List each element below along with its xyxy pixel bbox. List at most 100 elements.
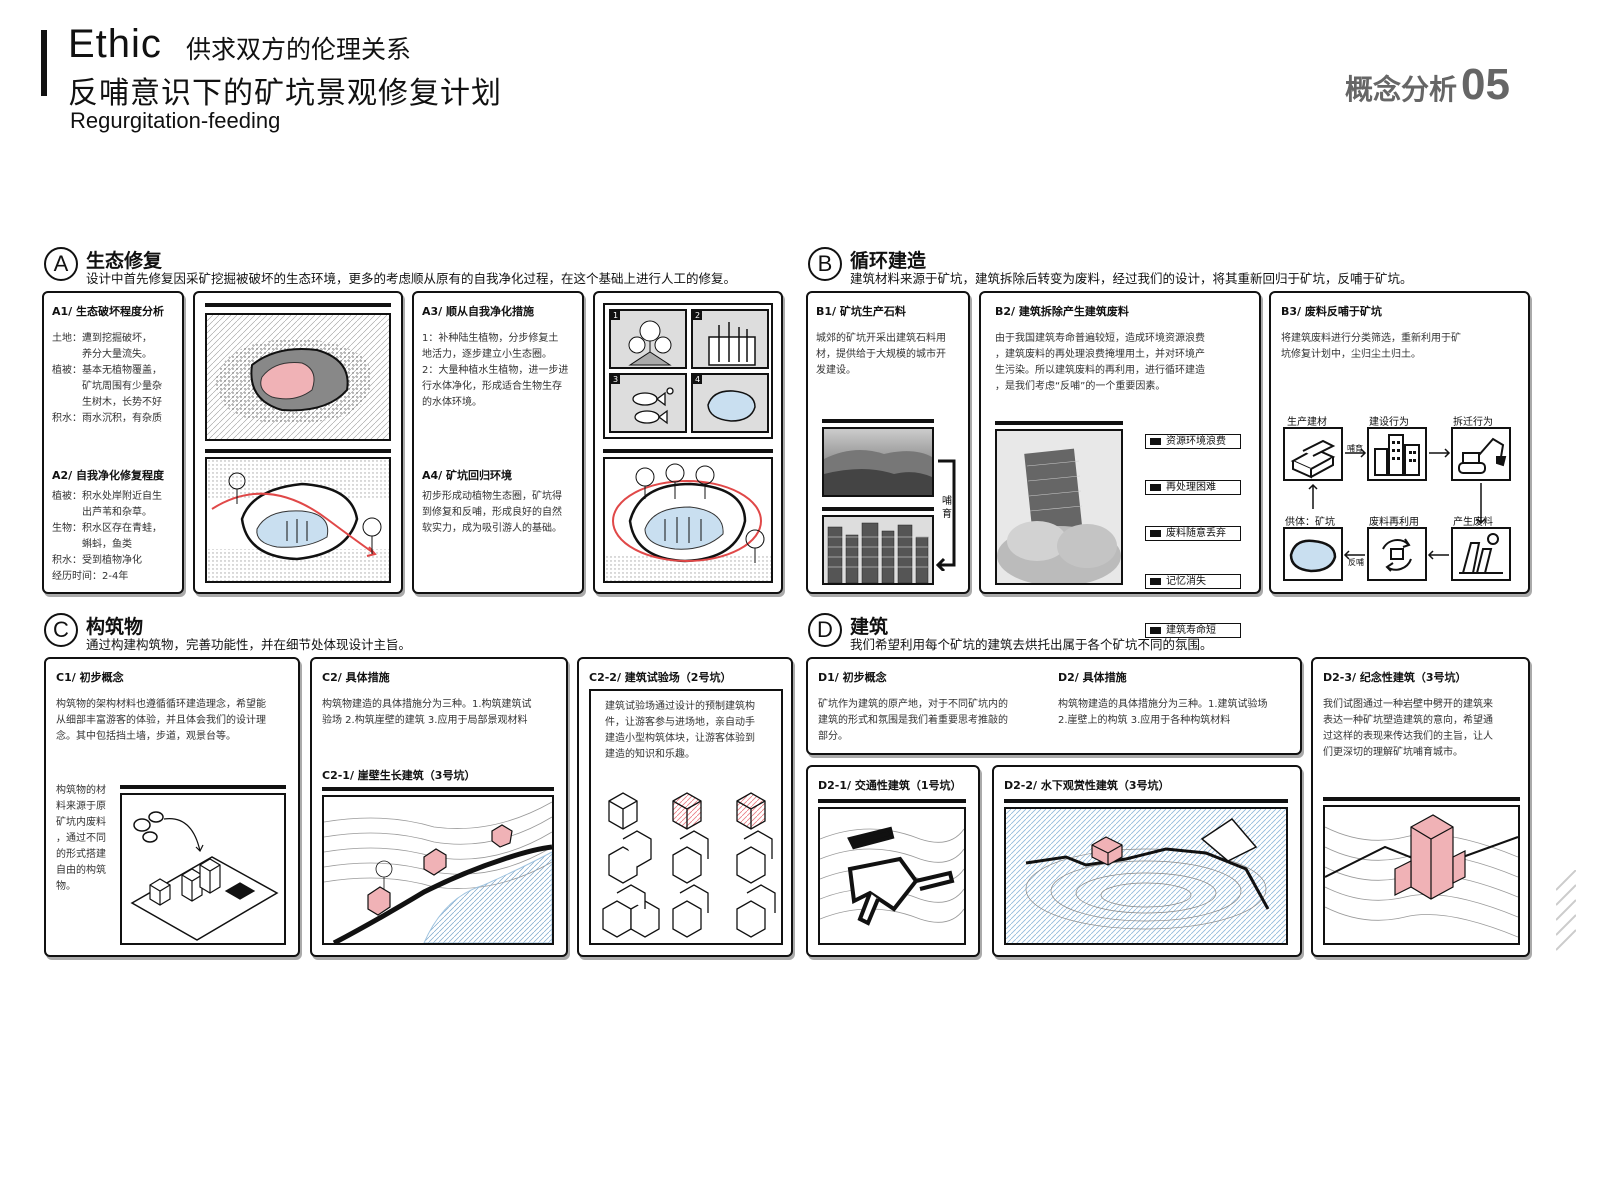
b1-title: B1/ 矿坑生产石料 [816,305,906,318]
flow-label-reuse: 废料再利用 [1369,517,1419,528]
c1-text: 构筑物的架构材料也遵循循环建造理念，希望能从细部丰富游客的体验，并且体会我们的设… [56,699,266,742]
a1-map-image [205,313,391,441]
a1-text: 土地：遭到挖掘破坏， 养分大量流失。 植被：基本无植物覆盖， 矿坑周围有少量杂 … [52,333,162,424]
panel-d2-3: D2-3/ 纪念性建筑（3号坑） 我们试图通过一种岩壁中劈开的建筑来表达一种矿坑… [1311,657,1530,957]
c1-title: C1/ 初步概念 [56,671,124,684]
tree-icon [628,320,672,366]
a2-text: 植被：积水处岸附近自生 出芦苇和杂草。 生物：积水区存在青蛙， 蝌蚪，鱼类 积水… [52,491,162,582]
a2-title: A2/ 自我净化修复程度 [52,469,165,482]
buildings-icon [1374,434,1420,476]
c2-2-text: 建筑试验场通过设计的预制建筑构件，让游客参与进场地，亲自动手建造小型构筑体块，让… [605,701,755,760]
d2-3-text: 我们试图通过一种岩壁中劈开的建筑来表达一种矿坑塑造建筑的意向，希望通过这样的表现… [1323,699,1493,758]
a1-title: A1/ 生态破坏程度分析 [52,305,165,318]
a3-text: 1：补种陆生植物，分步修复土地活力，逐步建立小生态圈。2：大量种植水生植物，进一… [422,333,569,408]
panel-c2-2: C2-2/ 建筑试验场（2号坑） 建筑试验场通过设计的预制建筑构件，让游客参与进… [577,657,793,957]
d2-3-title: D2-3/ 纪念性建筑（3号坑） [1323,671,1467,684]
c2-cliff-image [322,795,554,945]
panel-b2: B2/ 建筑拆除产生建筑废料 由于我国建筑寿命普遍较短，造成环境资源浪费，建筑废… [979,291,1261,638]
grid-cell-2: 2 [691,309,769,369]
c1-concept-image [120,793,286,945]
pond-icon [707,390,756,422]
flow-label-waste: 产生废料 [1453,517,1493,528]
d2-1-title: D2-1/ 交通性建筑（1号坑） [818,779,962,792]
a3-title: A3/ 顺从自我净化措施 [422,305,535,318]
flow-label-produce: 生产建材 [1287,417,1327,428]
d2-2-title: D2-2/ 水下观赏性建筑（3号坑） [1004,779,1170,792]
panel-c1: C1/ 初步概念 构筑物的架构材料也遵循循环建造理念，希望能从细部丰富游客的体验… [44,657,300,957]
section-c-letter: C [44,613,78,647]
panel-a-grid: 1 2 3 4 [593,291,783,594]
tag-random-dumping: 废料随意丢弃 [1145,526,1241,541]
image-top-bar [1004,799,1288,803]
panel-a-maps [193,291,403,594]
section-a-desc: 设计中首先修复因采矿挖掘被破坏的生态环境，更多的考虑顺从原有的自我净化过程，在这… [86,271,737,286]
excavator-icon [1458,437,1507,474]
section-d-letter: D [808,613,842,647]
a4-title: A4/ 矿坑回归环境 [422,469,513,482]
header-english: Regurgitation-feeding [70,108,281,133]
d1-title: D1/ 初步概念 [818,671,887,684]
a4-map-image [603,457,773,583]
panel-d2-2: D2-2/ 水下观赏性建筑（3号坑） [992,765,1302,957]
section-b-desc: 建筑材料来源于矿坑，建筑拆除后转变为废料，经过我们的设计，将其重新回归于矿坑，反… [850,271,1413,286]
tag-memory-loss: 记忆消失 [1145,574,1241,589]
d2-1-traffic-image [818,807,966,945]
image-top-bar [1323,797,1520,801]
c2-1-title: C2-1/ 崖壁生长建筑（3号坑） [322,769,476,782]
flow-arrow-refeed: 反哺 [1348,558,1364,567]
panel-d1-d2: D1/ 初步概念 矿坑作为建筑的原产地，对于不同矿坑内的建筑的形式和氛围是我们着… [806,657,1302,755]
flow-box-brick [1283,427,1343,481]
section-c-desc: 通过构建构筑物，完善功能性，并在细节处体现设计主旨。 [86,637,412,652]
fish-icon [632,387,674,425]
flow-label-demolish: 拆迁行为 [1453,417,1493,428]
section-b-letter: B [808,247,842,281]
panel-b1: B1/ 矿坑生产石料 城郊的矿坑开采出建筑石料用材，提供给于大规模的城市开发建设… [806,291,970,594]
section-d-desc: 我们希望利用每个矿坑的建筑去烘托出属于各个矿坑不同的氛围。 [850,637,1213,652]
header-title: 反哺意识下的矿坑景观修复计划 [68,76,502,111]
a4-text: 初步形成动植物生态圈，矿坑得到修复和反哺，形成良好的自然软实力，成为吸引游人的基… [422,491,562,534]
section-c-title: 构筑物 [86,616,144,638]
b3-text: 将建筑废料进行分类筛选，重新利用于矿坑修复计划中，尘归尘土归土。 [1281,333,1461,360]
section-b-title: 循环建造 [850,250,927,272]
tag-hard-to-process: 再处理困难 [1145,480,1241,495]
quarry-photo [822,427,934,497]
d2-2-underwater-image [1004,807,1288,945]
header-subtitle: 供求双方的伦理关系 [186,35,412,64]
edge-stripes [1556,870,1576,951]
cube-grid-image [602,792,776,938]
b2-title: B2/ 建筑拆除产生建筑废料 [995,305,1129,318]
panel-a3-a4: A3/ 顺从自我净化措施 1：补种陆生植物，分步修复土地活力，逐步建立小生态圈。… [412,291,584,594]
flow-box-excavator [1451,427,1511,481]
image-top-bar [822,419,934,423]
section-a-title: 生态修复 [86,250,163,272]
grid-cell-3: 3 [609,373,687,433]
d2-3-memorial-image [1323,805,1520,945]
image-mid-bar [822,507,934,511]
flow-box-waste [1451,527,1511,581]
section-label-text: 概念分析 [1345,73,1458,106]
c2-2-inner-box: 建筑试验场通过设计的预制建筑构件，让游客参与进场地，亲自动手建造小型构筑体块，让… [589,689,783,945]
image-mid-bar [603,449,773,453]
panel-c2: C2/ 具体措施 构筑物建造的具体措施分为三种。1.构筑建筑试验场 2.构筑崖壁… [310,657,568,957]
reed-icon [708,322,756,366]
waste-icon [1459,533,1503,574]
grid-cell-1: 1 [609,309,687,369]
image-mid-bar [205,449,391,453]
a3-icon-grid: 1 2 3 4 [603,303,773,439]
image-top-bar [120,785,286,789]
feed-vertical-label: 哺育 [942,495,952,521]
b3-title: B3/ 废料反哺于矿坑 [1281,305,1382,318]
flow-label-donor: 供体：矿坑 [1285,517,1335,528]
b1-text: 城郊的矿坑开采出建筑石料用材，提供给于大规模的城市开发建设。 [816,333,946,376]
panel-d2-1: D2-1/ 交通性建筑（1号坑） [806,765,980,957]
flow-box-pit [1283,527,1343,581]
image-top-bar [205,303,391,307]
brick-icon [1290,439,1336,479]
image-top-bar [322,787,554,791]
flow-arrow-feed: 哺育 [1347,444,1363,453]
a2-map-image [205,457,391,583]
panel-b3: B3/ 废料反哺于矿坑 将建筑废料进行分类筛选，重新利用于矿坑修复计划中，尘归尘… [1269,291,1530,594]
demolition-photo [995,429,1123,585]
flow-label-build: 建设行为 [1369,417,1409,428]
